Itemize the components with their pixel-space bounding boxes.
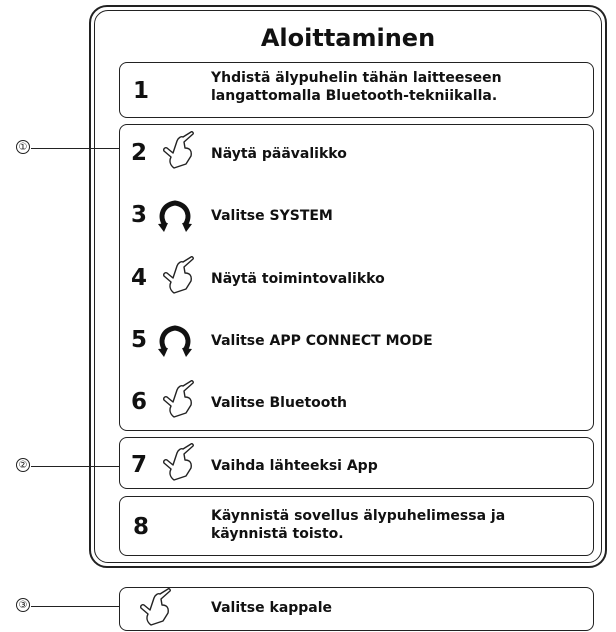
inner-frame: [94, 10, 602, 563]
step-number-7: 7: [131, 452, 148, 478]
rotate-knob-icon: [155, 195, 195, 235]
press-hand-icon: [157, 443, 197, 483]
step-box-extra: [119, 587, 594, 631]
callout-1-leader: [31, 148, 119, 149]
callout-1: ①: [16, 140, 30, 154]
step-text-1-line1: Yhdistä älypuhelin tähän laitteeseen: [211, 70, 502, 86]
step-number-2: 2: [131, 140, 148, 166]
step-text-extra: Valitse kappale: [211, 600, 333, 616]
press-hand-icon: [157, 131, 197, 171]
press-hand-icon: [157, 256, 197, 296]
press-hand-icon: [134, 588, 174, 628]
callout-2: ②: [16, 458, 30, 472]
step-number-5: 5: [131, 327, 148, 353]
step-text-8-line2: käynnistä toisto.: [211, 526, 344, 542]
step-text-5: Valitse APP CONNECT MODE: [211, 333, 433, 349]
step-number-3: 3: [131, 202, 148, 228]
step-text-6: Valitse Bluetooth: [211, 395, 348, 411]
step-box-1: [119, 62, 594, 118]
step-text-2: Näytä päävalikko: [211, 146, 347, 162]
step-number-6: 6: [131, 389, 148, 415]
step-text-7: Vaihda lähteeksi App: [211, 458, 378, 474]
step-text-4: Näytä toimintovalikko: [211, 271, 385, 287]
step-text-8-line1: Käynnistä sovellus älypuhelimessa ja: [211, 508, 506, 524]
step-text-3: Valitse SYSTEM: [211, 208, 333, 224]
callout-3: ③: [16, 598, 30, 612]
callout-3-leader: [31, 606, 119, 607]
step-number-1: 1: [133, 78, 150, 104]
callout-2-leader: [31, 466, 119, 467]
rotate-knob-icon: [155, 320, 195, 360]
outer-frame: [89, 5, 607, 568]
diagram-title: Aloittaminen: [260, 24, 436, 52]
step-number-4: 4: [131, 265, 148, 291]
press-hand-icon: [157, 380, 197, 420]
step-box-2-6: [119, 124, 594, 431]
step-box-8: [119, 496, 594, 556]
step-text-1-line2: langattomalla Bluetooth-tekniikalla.: [211, 88, 498, 104]
step-number-8: 8: [133, 514, 150, 540]
step-box-7: [119, 437, 594, 489]
